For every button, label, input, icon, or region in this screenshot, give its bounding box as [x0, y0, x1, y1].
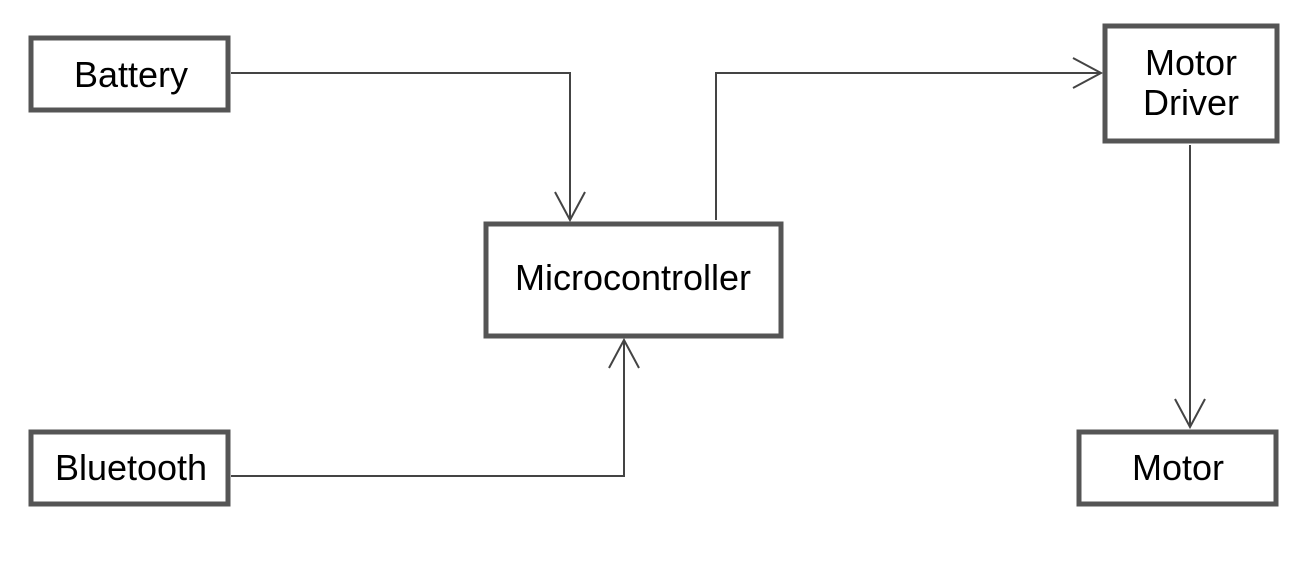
node-microcontroller[interactable]: Microcontroller — [483, 221, 784, 339]
node-motor-driver-label-line2: Driver — [1143, 82, 1239, 123]
node-battery-label: Battery — [74, 54, 188, 95]
node-motor-driver-label-line1: Motor — [1145, 42, 1237, 83]
node-motor-driver[interactable]: Motor Driver — [1102, 23, 1280, 144]
node-bluetooth[interactable]: Bluetooth — [28, 429, 231, 507]
node-bluetooth-label: Bluetooth — [55, 447, 207, 488]
node-battery[interactable]: Battery — [28, 35, 231, 113]
edge-motor-driver-to-motor — [1174, 145, 1206, 430]
edge-battery-to-microcontroller — [231, 72, 586, 223]
node-motor-label: Motor — [1132, 447, 1224, 488]
node-motor[interactable]: Motor — [1076, 429, 1279, 507]
edge-microcontroller-to-motor-driver — [715, 57, 1104, 220]
node-microcontroller-label: Microcontroller — [515, 257, 751, 298]
edge-bluetooth-to-microcontroller — [231, 337, 640, 477]
